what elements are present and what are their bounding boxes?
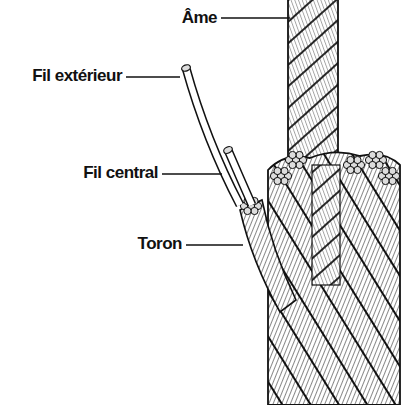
wire-fill bbox=[186, 68, 240, 205]
core-in-body bbox=[312, 165, 340, 285]
strand-end bbox=[343, 156, 364, 173]
leader-line bbox=[186, 244, 243, 245]
leader-line bbox=[162, 173, 222, 174]
wire-end bbox=[223, 145, 234, 154]
rope-body bbox=[268, 152, 400, 405]
leader-line bbox=[221, 17, 290, 18]
strand-end bbox=[285, 151, 306, 168]
central-wire bbox=[223, 145, 252, 205]
core-outline bbox=[287, 0, 289, 165]
wire-outline bbox=[228, 150, 252, 205]
wire-fill bbox=[228, 150, 252, 205]
strand-end bbox=[270, 167, 291, 184]
wire-end bbox=[181, 64, 192, 73]
core-wires bbox=[288, 0, 338, 165]
peeled-strand bbox=[240, 197, 296, 312]
strand-end bbox=[378, 167, 399, 184]
part-label: Toron bbox=[138, 234, 182, 254]
core-outline bbox=[337, 0, 339, 165]
strand-ends bbox=[270, 151, 399, 184]
body-wires bbox=[268, 152, 400, 405]
core-strands bbox=[288, 0, 338, 165]
wire-outline bbox=[186, 68, 240, 205]
part-label: Fil central bbox=[83, 163, 158, 183]
strand-end bbox=[365, 151, 386, 168]
leader-line bbox=[126, 76, 180, 77]
rope-core bbox=[288, 0, 338, 165]
part-label: Fil extérieur bbox=[32, 66, 122, 86]
part-label: Âme bbox=[182, 8, 217, 28]
outer-wire bbox=[181, 64, 240, 205]
body-strands bbox=[268, 152, 400, 405]
core-in-body bbox=[312, 165, 340, 285]
strand-band bbox=[240, 200, 296, 312]
leader-lines bbox=[126, 18, 290, 245]
